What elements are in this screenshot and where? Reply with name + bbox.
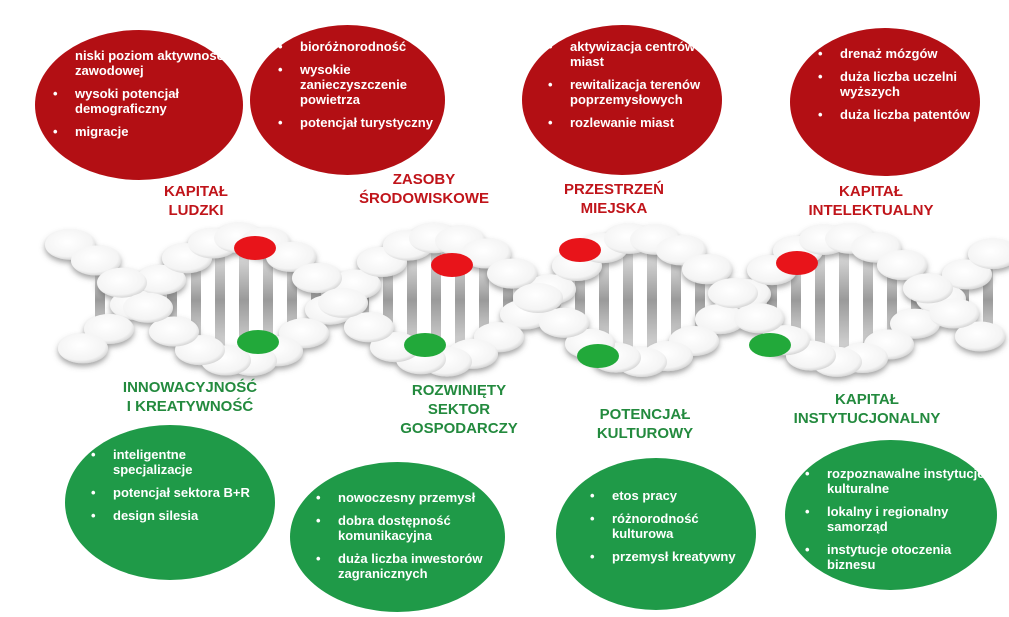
helix-dot — [237, 330, 279, 354]
list-item: rozpoznawalne instytucje kulturalne — [801, 466, 991, 496]
helix-dot — [749, 333, 791, 357]
helix-segment — [58, 333, 108, 364]
list-item: nowoczesny przemysł — [312, 490, 497, 505]
bubble-potencjal-kulturowy: etos pracy różnorodność kulturowa przemy… — [556, 458, 756, 610]
list-item: duża liczba patentów — [814, 107, 974, 122]
bubble-zasoby-srodowiskowe: bioróżnorodność wysokie zanieczyszczenie… — [250, 25, 445, 175]
helix-rung — [647, 245, 657, 355]
bubble-kapital-instytucjonalny: rozpoznawalne instytucje kulturalne loka… — [785, 440, 997, 590]
helix-rung — [623, 245, 633, 355]
helix-segment — [97, 267, 147, 298]
helix-rung — [863, 249, 873, 351]
helix-rung — [215, 247, 225, 353]
list-item: rewitalizacja terenów poprzemysłowych — [544, 77, 719, 107]
helix-dot — [431, 253, 473, 277]
helix-segment — [708, 278, 758, 309]
bubble-innowacyjnosc: inteligentne specjalizacje potencjał sek… — [65, 425, 275, 580]
helix-segment — [682, 254, 732, 285]
helix-segment — [695, 304, 745, 335]
list-item: aktywizacja centrów miast — [544, 39, 719, 69]
helix-segment — [968, 239, 1009, 270]
helix-rung — [263, 249, 273, 351]
helix-segment — [123, 292, 173, 323]
list-item: duża liczba inwestorów zagranicznych — [312, 551, 497, 581]
helix-dot — [404, 333, 446, 357]
bubble-przestrzen-miejska: aktywizacja centrów miast rewitalizacja … — [522, 25, 722, 175]
helix-rung — [479, 258, 489, 342]
helix-segment — [942, 259, 992, 290]
helix-segment — [929, 298, 979, 329]
helix-dot — [577, 344, 619, 368]
helix-rung — [239, 244, 249, 356]
list-item: wysokie zanieczyszczenie powietrza — [274, 62, 439, 107]
helix-segment — [149, 316, 199, 347]
helix-segment — [734, 303, 784, 334]
helix-rung — [407, 249, 417, 351]
helix-segment — [71, 245, 121, 276]
bubble-rozwiniety-sektor: nowoczesny przemysł dobra dostępność kom… — [290, 462, 505, 612]
helix-segment — [539, 307, 589, 338]
list-item: różnorodność kulturowa — [586, 511, 751, 541]
list-item: duża liczba uczelni wyższych — [814, 69, 974, 99]
helix-rung — [791, 258, 801, 342]
list-item: rozlewanie miast — [544, 115, 719, 130]
bubble-kapital-ludzki: niski poziom aktywności zawodowej wysoki… — [35, 30, 243, 180]
helix-rung — [671, 253, 681, 347]
list-item: migracje — [49, 124, 229, 139]
helix-rung — [815, 247, 825, 353]
helix-segment — [136, 264, 186, 295]
list-item: wysoki potencjał demograficzny — [49, 86, 229, 116]
list-item: przemysł kreatywny — [586, 549, 751, 564]
list-item: potencjał turystyczny — [274, 115, 439, 130]
list-item: instytucje otoczenia biznesu — [801, 542, 991, 572]
helix-rung — [191, 258, 201, 342]
helix-segment — [877, 250, 927, 281]
helix-segment — [318, 287, 368, 318]
helix-dot — [776, 251, 818, 275]
helix-dot — [234, 236, 276, 260]
helix-segment — [292, 263, 342, 294]
list-item: etos pracy — [586, 488, 751, 503]
helix-segment — [955, 321, 1005, 352]
list-item: lokalny i regionalny samorząd — [801, 504, 991, 534]
helix-segment — [890, 308, 940, 339]
helix-segment — [487, 258, 537, 289]
helix-dot — [559, 238, 601, 262]
list-item: niski poziom aktywności zawodowej — [49, 48, 229, 78]
list-item: drenaż mózgów — [814, 46, 974, 61]
list-item: inteligentne specjalizacje — [87, 447, 267, 477]
helix-rung — [839, 244, 849, 356]
helix-segment — [266, 241, 316, 272]
bubble-kapital-intelektualny: drenaż mózgów duża liczba uczelni wyższy… — [790, 28, 980, 176]
list-item: bioróżnorodność — [274, 39, 439, 54]
list-item: dobra dostępność komunikacyjna — [312, 513, 497, 543]
helix-rung — [599, 253, 609, 347]
helix-segment — [344, 312, 394, 343]
helix-segment — [903, 273, 953, 304]
helix-segment — [513, 283, 563, 314]
list-item: design silesia — [87, 508, 267, 523]
list-item: potencjał sektora B+R — [87, 485, 267, 500]
